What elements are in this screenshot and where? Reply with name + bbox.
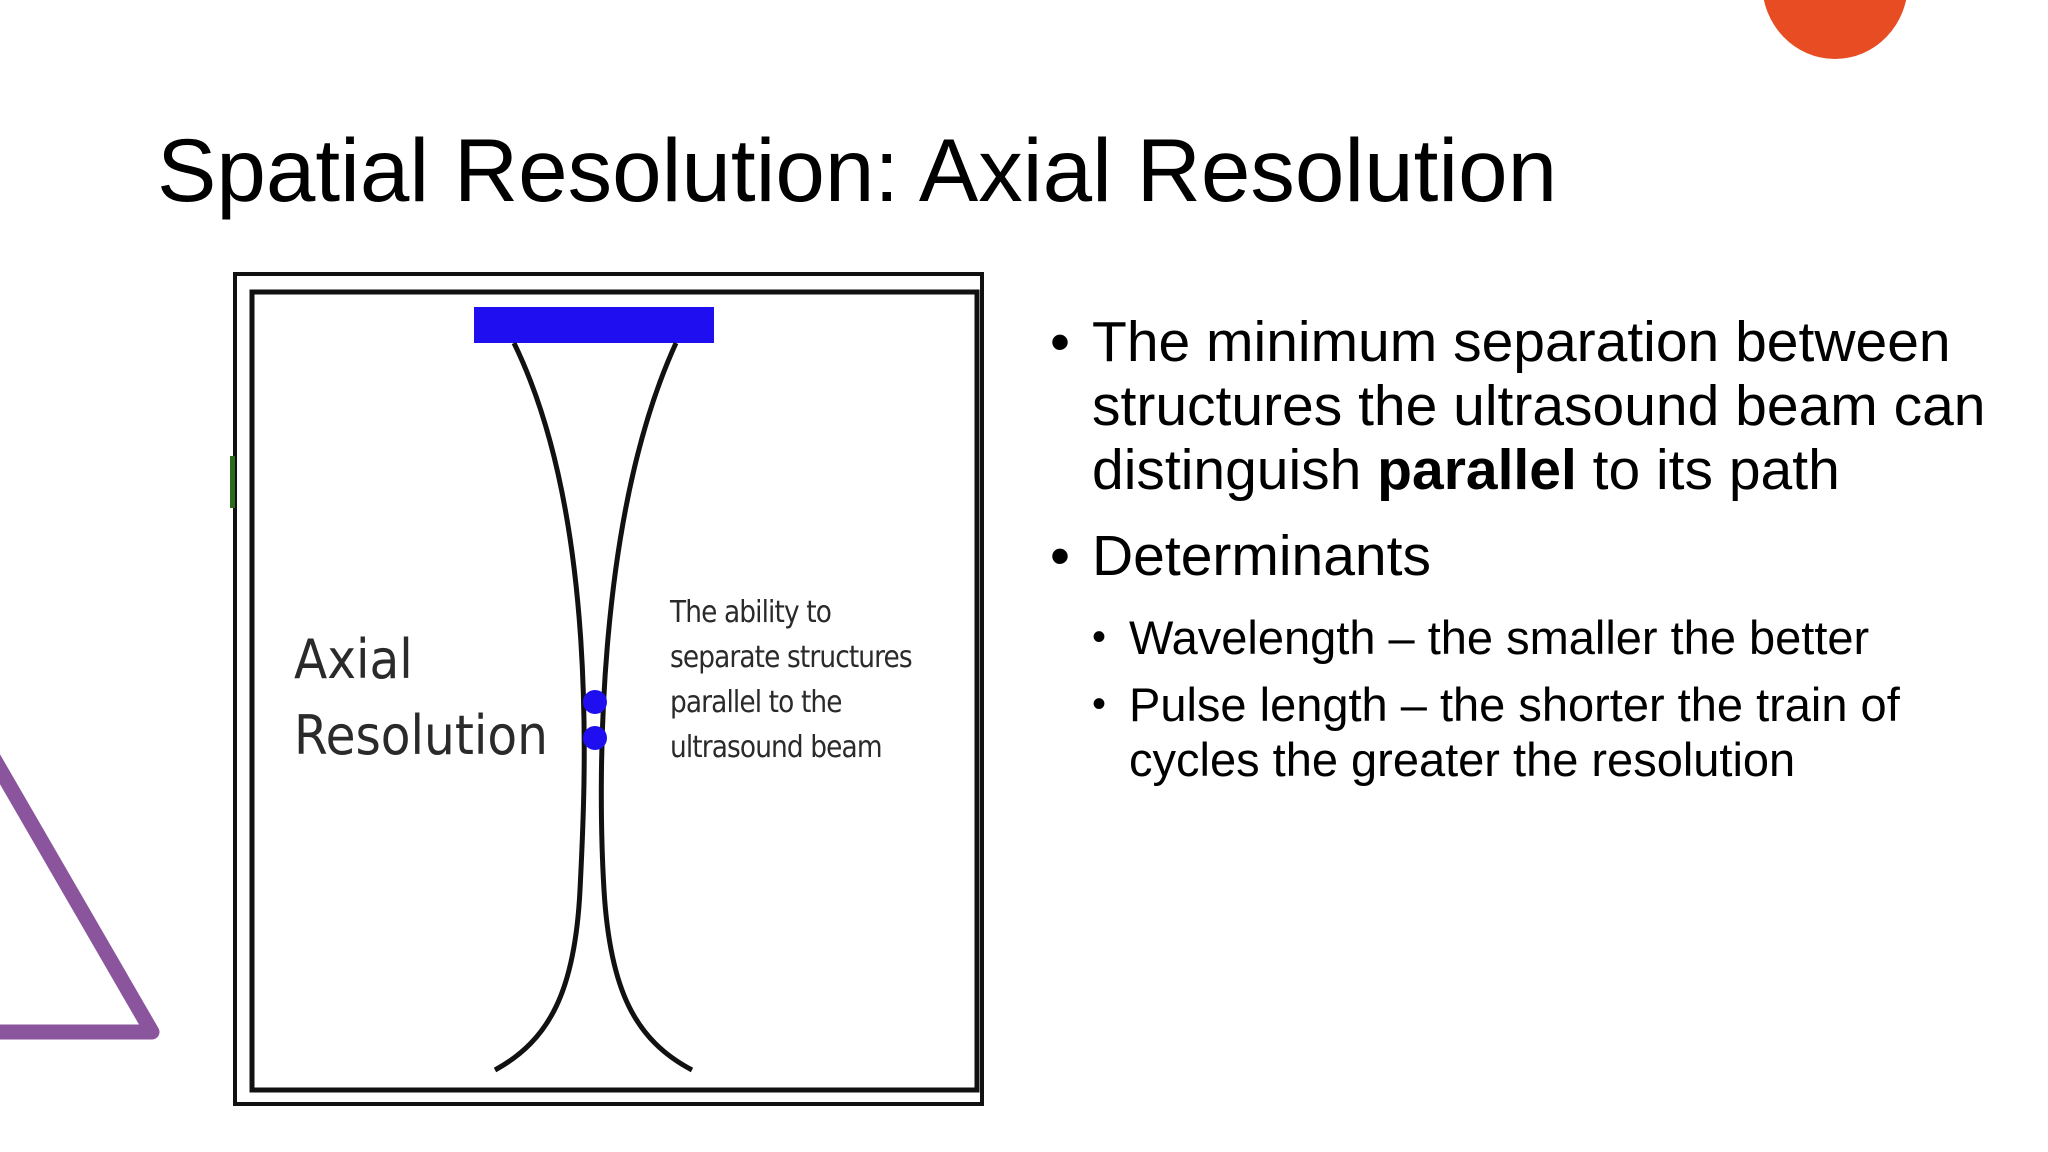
slide-title: Spatial Resolution: Axial Resolution: [157, 120, 1558, 220]
beam-diagram: [230, 272, 984, 1106]
bullet-dot: •: [1050, 310, 1070, 374]
bullet-dot: •: [1092, 615, 1107, 659]
bullet-dot: •: [1050, 524, 1070, 588]
orange-circle-decoration: [1762, 0, 1908, 59]
bullet-definition-text: The minimum separation between structure…: [1092, 310, 1986, 502]
bullet-definition-bold: parallel: [1377, 438, 1577, 502]
reflector-dot: [583, 726, 607, 750]
reflector-dot: [583, 690, 607, 714]
sub-bullet-pulse-length-text: Pulse length – the shorter the train of …: [1129, 678, 1900, 786]
beam-left-edge: [493, 341, 587, 1073]
bullet-definition: • The minimum separation between structu…: [1050, 310, 1990, 502]
bullet-dot: •: [1092, 682, 1107, 726]
purple-triangle-decoration: [0, 754, 160, 1040]
figure-label: Axial Resolution: [294, 628, 548, 767]
bullet-list: • The minimum separation between structu…: [1050, 310, 1990, 799]
transducer-bar: [474, 307, 714, 343]
sub-bullet-wavelength-text: Wavelength – the smaller the better: [1129, 611, 1870, 664]
beam-right-edge: [598, 341, 694, 1073]
bullet-determinants-text: Determinants: [1092, 524, 1431, 588]
bullet-definition-tail: to its path: [1576, 438, 1840, 502]
bullet-determinants: • Determinants: [1050, 524, 1990, 588]
axial-resolution-figure: Axial Resolution The ability to separate…: [230, 270, 986, 1110]
figure-caption: The ability to separate structures paral…: [670, 595, 913, 765]
sub-bullet-wavelength: • Wavelength – the smaller the better: [1092, 610, 1990, 665]
sub-bullet-pulse-length: • Pulse length – the shorter the train o…: [1092, 677, 1990, 787]
determinants-sublist: • Wavelength – the smaller the better • …: [1092, 610, 1990, 787]
frame-edge-mark: [230, 456, 235, 508]
